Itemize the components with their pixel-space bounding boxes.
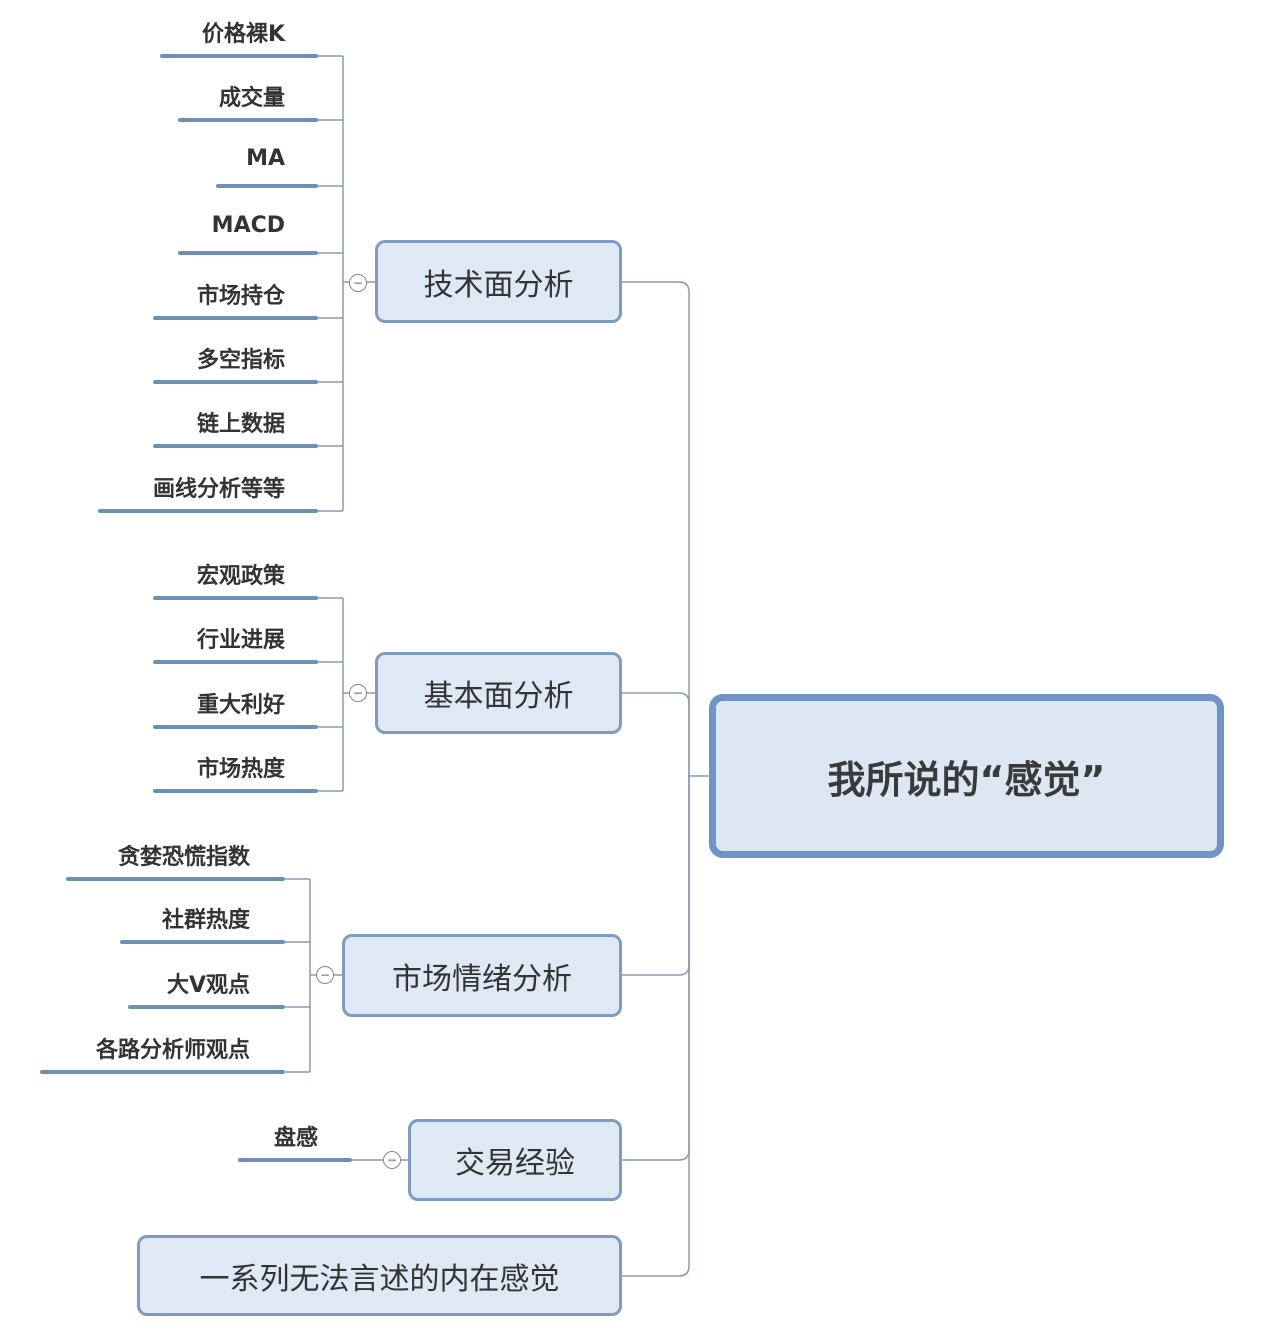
collapse-toggle-sentiment[interactable]: − xyxy=(316,966,334,984)
minus-icon: − xyxy=(386,1153,398,1167)
leaf-node[interactable]: 贪婪恐慌指数 xyxy=(117,845,250,870)
leaf-node[interactable]: 各路分析师观点 xyxy=(95,1038,250,1063)
connector-line xyxy=(621,776,690,1161)
leaf-node[interactable]: 盘感 xyxy=(273,1126,318,1151)
central-topic-label: 我所说的“感觉” xyxy=(827,757,1106,802)
branch-label: 市场情绪分析 xyxy=(392,961,572,997)
minus-icon: − xyxy=(352,686,364,700)
branch-sentiment-analysis[interactable]: 市场情绪分析 xyxy=(342,934,622,1017)
branch-trading-experience[interactable]: 交易经验 xyxy=(408,1119,622,1201)
connector-line xyxy=(621,776,690,1277)
leaf-node[interactable]: 市场热度 xyxy=(196,757,285,782)
minus-icon: − xyxy=(319,968,331,982)
central-topic[interactable]: 我所说的“感觉” xyxy=(709,694,1224,858)
leaf-node[interactable]: 画线分析等等 xyxy=(152,477,285,502)
branch-inner-feeling[interactable]: 一系列无法言述的内在感觉 xyxy=(137,1235,622,1316)
leaf-node[interactable]: MA xyxy=(246,146,285,171)
connector-line xyxy=(621,692,690,776)
leaf-node[interactable]: 市场持仓 xyxy=(196,284,285,309)
leaf-node[interactable]: 价格裸K xyxy=(201,22,285,47)
leaf-node[interactable]: 社群热度 xyxy=(161,908,250,933)
leaf-node[interactable]: MACD xyxy=(211,213,285,238)
leaf-node[interactable]: 成交量 xyxy=(218,86,285,111)
branch-technical-analysis[interactable]: 技术面分析 xyxy=(375,240,622,323)
collapse-toggle-fundamental[interactable]: − xyxy=(349,684,367,702)
leaf-node[interactable]: 行业进展 xyxy=(196,628,285,653)
leaf-node[interactable]: 大V观点 xyxy=(166,973,250,998)
leaf-node[interactable]: 宏观政策 xyxy=(196,564,285,589)
branch-fundamental-analysis[interactable]: 基本面分析 xyxy=(375,652,622,734)
branch-label: 交易经验 xyxy=(455,1146,575,1181)
minus-icon: − xyxy=(352,276,364,290)
leaf-node[interactable]: 多空指标 xyxy=(196,348,285,373)
branch-label: 技术面分析 xyxy=(423,267,574,303)
connector-line xyxy=(621,281,690,776)
leaf-node[interactable]: 链上数据 xyxy=(196,412,285,437)
connector-line xyxy=(621,776,690,976)
collapse-toggle-technical[interactable]: − xyxy=(349,274,367,292)
branch-label: 基本面分析 xyxy=(423,679,574,714)
leaf-node[interactable]: 重大利好 xyxy=(196,693,285,718)
branch-label: 一系列无法言述的内在感觉 xyxy=(199,1261,560,1297)
collapse-toggle-experience[interactable]: − xyxy=(383,1151,401,1169)
